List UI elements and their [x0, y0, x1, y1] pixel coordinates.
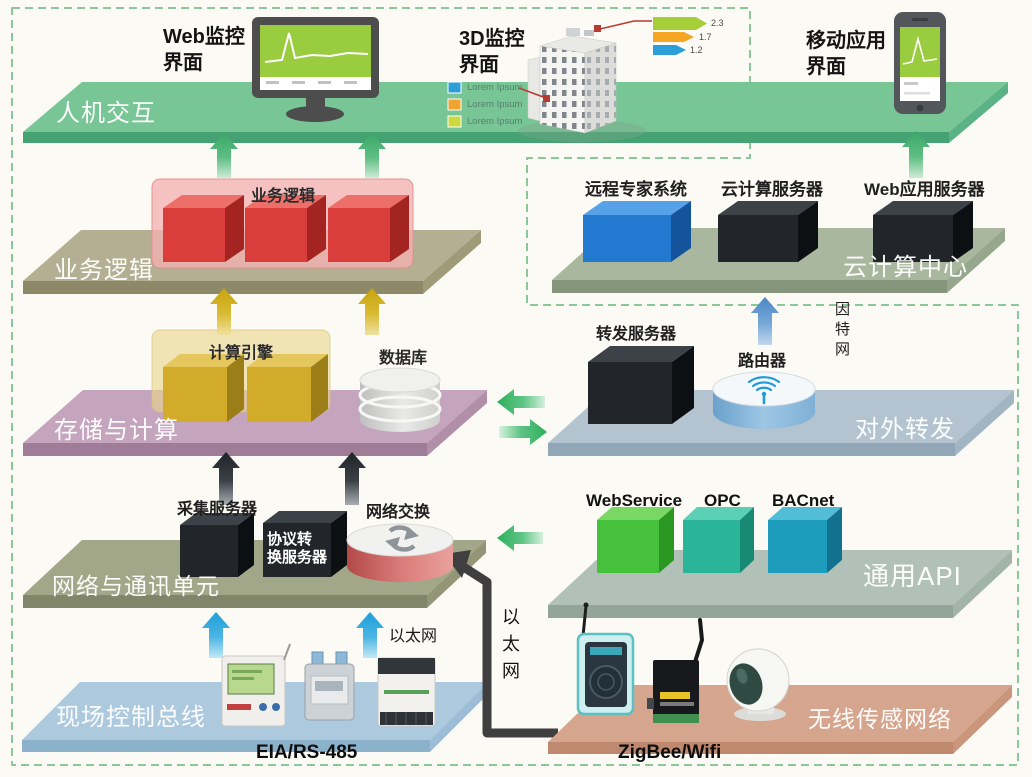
legend-item-2: Lorem Ipsum [467, 99, 523, 110]
network-switch-label: 网络交换 [366, 504, 431, 521]
compute-engine-label: 计算引擎 [209, 345, 274, 362]
field-bus-layer-label: 现场控制总线 [56, 704, 206, 731]
legend-item-3: Lorem Ipsum [467, 116, 523, 127]
monitor-3d-title-line2: 界面 [459, 54, 499, 76]
api-layer-label: 通用API [863, 561, 962, 591]
web-app-server-cube [873, 201, 973, 262]
webservice-label: WebService [586, 491, 683, 510]
dashed-boundary [11, 7, 1019, 766]
up-arrows-dark [212, 452, 366, 505]
database-cylinder [358, 367, 442, 432]
building-graphic [518, 20, 652, 142]
opc-label: OPC [704, 491, 741, 510]
protocol-server-label-line2: 换服务器 [267, 549, 328, 566]
up-arrows-lightblue [202, 612, 384, 658]
monitor-graphic [252, 17, 379, 122]
wireless-layer-label: 无线传感网络 [808, 706, 952, 732]
zigbee-wifi-label: ZigBee/Wifi [618, 742, 722, 763]
web-monitor-title-line1: Web监控 [163, 26, 245, 48]
business-layer-label: 业务逻辑 [54, 257, 154, 284]
monitor-3d-title: 3D监控 界面 [459, 26, 525, 78]
collector-server-label: 采集服务器 [177, 501, 258, 518]
expert-system-cube [583, 201, 691, 262]
dome-sensor-device [726, 648, 790, 721]
hmi-layer-label: 人机交互 [56, 100, 156, 127]
forwarding-server-label: 转发服务器 [596, 326, 677, 343]
ethernet-label-vertical: 以太网 [500, 607, 520, 688]
radio-node-device [576, 602, 635, 716]
controller-device [221, 643, 291, 727]
network-layer-label: 网络与通讯单元 [52, 573, 220, 599]
web-app-server-label: Web应用服务器 [864, 180, 985, 199]
protocol-server-label-line1: 协议转 [267, 531, 313, 548]
sync-arrows-icon [385, 525, 419, 552]
legend-squares [447, 81, 462, 128]
protocol-server-label: 协议转 换服务器 [267, 531, 327, 567]
internet-label: 因特网 [833, 301, 850, 361]
meter-device [304, 651, 355, 721]
web-monitor-title: Web监控 界面 [163, 24, 245, 76]
forwarding-server-cube [588, 346, 694, 424]
cloud-server-label: 云计算服务器 [721, 180, 823, 199]
legend-item-1: Lorem Ipsum [467, 82, 523, 93]
webservice-cube [597, 507, 674, 573]
collector-server-cube [180, 513, 254, 577]
up-arrows-yellow [210, 288, 386, 335]
business-logic-cubes [163, 195, 409, 262]
bar-value-2: 1.7 [699, 32, 712, 42]
mobile-app-title-line2: 界面 [806, 56, 846, 78]
router-device [712, 371, 816, 429]
bacnet-label: BACnet [772, 491, 835, 510]
opc-cube [683, 507, 754, 573]
wifi-icon [747, 376, 781, 405]
bar-value-1: 2.3 [711, 18, 724, 28]
bar-value-3: 1.2 [690, 45, 703, 55]
storage-layer-label: 存储与计算 [54, 417, 179, 444]
up-arrows-green [210, 131, 930, 178]
business-box-label: 业务逻辑 [251, 188, 316, 205]
bacnet-cube [768, 507, 842, 573]
phone-graphic [894, 12, 946, 114]
internet-up-arrow [751, 297, 779, 345]
monitor-3d-title-line1: 3D监控 [459, 28, 525, 50]
router-label: 路由器 [738, 353, 787, 370]
ethernet-label-horizontal: 以太网 [389, 628, 438, 645]
compute-engine-cubes [163, 354, 328, 422]
zigbee-module-device [647, 618, 705, 723]
mobile-app-title-line1: 移动应用 [806, 30, 886, 52]
database-label: 数据库 [379, 350, 428, 367]
cloud-server-cube [718, 201, 818, 262]
web-monitor-title-line2: 界面 [163, 52, 203, 74]
din-module-device [377, 657, 436, 727]
exchange-arrows-green [497, 389, 547, 551]
forwarding-layer-label: 对外转发 [855, 416, 955, 443]
protocol-server-cube [263, 511, 347, 577]
network-switch-disk [346, 523, 454, 582]
expert-system-label: 远程专家系统 [585, 180, 687, 199]
eia-rs485-label: EIA/RS-485 [256, 742, 358, 763]
mobile-app-title: 移动应用 界面 [806, 28, 886, 80]
cloud-layer-label: 云计算中心 [843, 254, 968, 281]
bar-chart [653, 17, 707, 55]
